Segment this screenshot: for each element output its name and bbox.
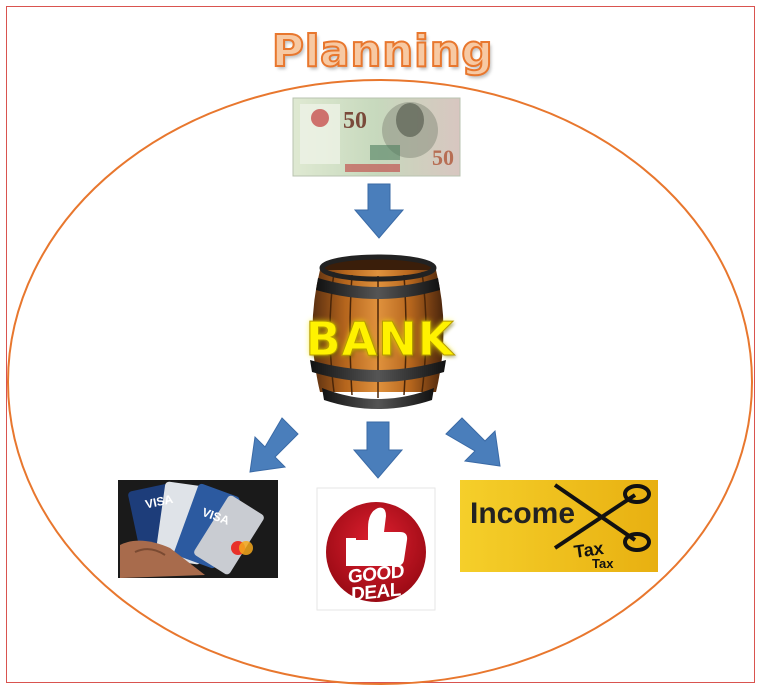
arrow-down-to-bank [353,183,405,239]
income-label: Income [470,497,576,530]
credit-cards-icon: VISA VISA [118,480,278,578]
arrow-down-left [249,417,299,473]
svg-text:50: 50 [343,108,367,134]
banknote-icon: 50 50 [292,97,461,177]
diagram-frame [6,6,755,683]
svg-text:50: 50 [432,145,454,170]
arrow-down-right [445,417,501,467]
income-tax-icon [460,480,658,572]
tax-label-small: Tax [592,556,614,571]
svg-text:VISA: VISA [144,492,175,512]
bank-label: BANK [305,312,455,367]
good-deal-badge-icon [316,487,436,611]
arrow-down-center [352,421,404,479]
diagram-title: Planning [271,25,494,78]
barrel-icon [310,254,446,409]
planning-ellipse [7,79,753,685]
